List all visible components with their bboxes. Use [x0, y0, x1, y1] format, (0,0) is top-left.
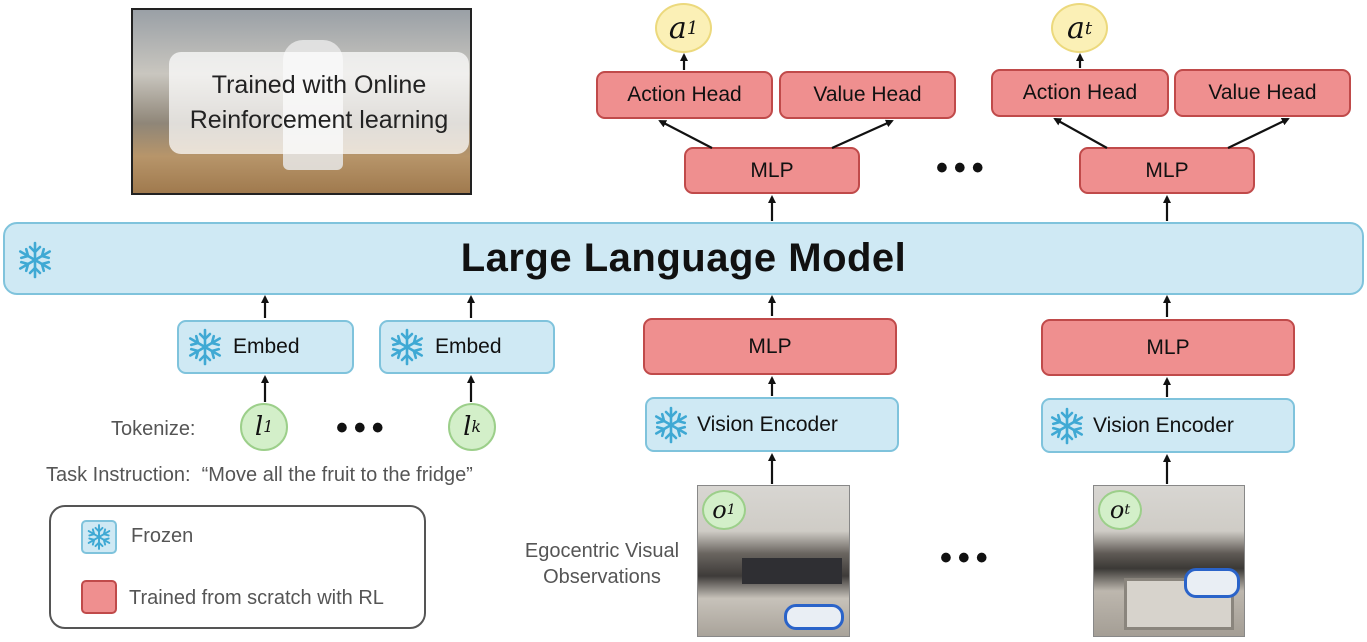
legend-frozen-label: Frozen	[131, 525, 194, 547]
vision-encoder-label-t: Vision Encoder	[1093, 413, 1234, 437]
tokenize-label: Tokenize:	[111, 418, 196, 440]
head-mlp-1: MLP	[684, 147, 860, 194]
legend-trained-label: Trained from scratch with RL	[129, 587, 384, 609]
legend: Frozen Trained from scratch with RL	[49, 505, 426, 629]
legend-trained-swatch	[81, 580, 117, 614]
observations-caption: Egocentric Visual Observations	[502, 538, 702, 590]
arrow-mlp1-to-value	[831, 119, 894, 150]
snowflake-icon	[185, 327, 225, 367]
value-head-t: Value Head	[1174, 69, 1351, 117]
value-head-1: Value Head	[779, 71, 956, 119]
embed-box-1: Embed	[177, 320, 354, 374]
arrow-mlpt-to-value	[1227, 118, 1290, 149]
arrow-mlpt-to-action	[1053, 118, 1108, 149]
robot-hand-shape	[784, 604, 844, 630]
legend-frozen-swatch	[81, 520, 117, 554]
counter-shape	[742, 558, 842, 584]
embed-label-1: Embed	[233, 335, 300, 358]
llm-label: Large Language Model	[460, 236, 907, 280]
snowflake-icon	[85, 523, 113, 551]
snowflake-icon	[651, 405, 691, 445]
rl-caption-box: Trained with Online Reinforcement learni…	[169, 52, 469, 154]
robot-hand-shape	[1184, 568, 1240, 598]
action-head-1: Action Head	[596, 71, 773, 119]
llm-bar: Large Language Model	[3, 222, 1364, 295]
vision-encoder-1: Vision Encoder	[645, 397, 899, 452]
arrow-mlp1-to-action	[658, 120, 713, 149]
observations-caption-line2: Observations	[543, 566, 661, 588]
snowflake-icon	[387, 327, 427, 367]
task-instruction: Task Instruction: “Move all the fruit to…	[46, 464, 473, 486]
snowflake-icon	[1047, 406, 1087, 446]
vision-mlp-t: MLP	[1041, 319, 1295, 376]
embed-box-2: Embed	[379, 320, 555, 374]
snowflake-icon	[15, 240, 55, 280]
action-head-t: Action Head	[991, 69, 1169, 117]
observations-caption-line1: Egocentric Visual	[524, 540, 680, 562]
rl-photo-panel: Trained with Online Reinforcement learni…	[131, 8, 472, 195]
vision-encoder-t: Vision Encoder	[1041, 398, 1295, 453]
ellipsis-observations: •••	[940, 539, 994, 577]
ellipsis-tokens: •••	[336, 409, 390, 447]
vision-encoder-label-1: Vision Encoder	[697, 412, 838, 436]
embed-label-2: Embed	[435, 335, 502, 358]
head-mlp-t: MLP	[1079, 147, 1255, 194]
ellipsis-heads: •••	[936, 149, 990, 187]
rl-caption-line1: Trained with Online	[211, 71, 427, 99]
vision-mlp-1: MLP	[643, 318, 897, 375]
rl-caption-line2: Reinforcement learning	[189, 106, 449, 134]
